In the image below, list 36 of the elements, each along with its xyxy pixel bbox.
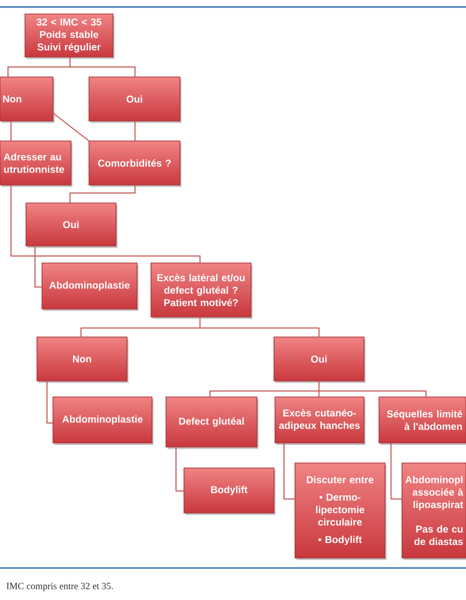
flowchart-box: Adresser au utrutionniste [0,140,72,187]
flowchart-box: Excès cutanéo- adipeux hanches [274,396,366,445]
flowchart-box: Non [0,76,54,123]
connector-line [80,328,200,338]
connector-line [134,120,136,142]
flowchart-box: Bodylift [184,468,276,515]
connector-line [284,442,296,500]
caption: IMC compris entre 32 et 35. [6,582,113,592]
flowchart-box: Comorbidités ? [88,140,182,187]
flowchart-box: Discuter entre • Dermo- lipectomie circulaire • Bodylift [294,462,386,560]
connector-line [176,446,184,492]
connector-line [200,328,320,338]
connector-line [8,66,70,78]
connector-line [210,390,320,398]
flowchart-box: 32 < IMC < 35 Poids stable Suivi régulier [24,14,114,59]
connector-line [70,184,136,204]
flowchart-box: Abdominopl associée à lipoaspirat Pas de cu de diastas [402,462,466,560]
flowchart-box: Non [36,336,128,383]
connector-line [390,442,402,500]
connector-line [52,112,90,142]
connector-line [10,184,200,264]
flowchart-box: Oui [274,336,366,383]
connector-line [318,390,426,398]
connector-line [34,246,42,288]
connector-line [318,390,320,398]
flowchart-box: Oui [26,202,118,248]
flowchart-box: Oui [88,76,182,123]
connector-line [70,66,136,78]
flowchart-box: Excès latéral et/ou defect glutéal ? Patient motivé? [150,262,252,319]
flowchart-box: Defect glutéal [166,396,258,449]
connector-line [318,380,320,392]
flowchart-box: Abdominoplastie [42,262,138,311]
connector-line [46,380,54,424]
flowchart-box: Abdominoplastie [52,396,154,445]
connector-line [10,120,12,142]
flowchart-box: Séquelles limité à l'abdomen [378,396,466,445]
